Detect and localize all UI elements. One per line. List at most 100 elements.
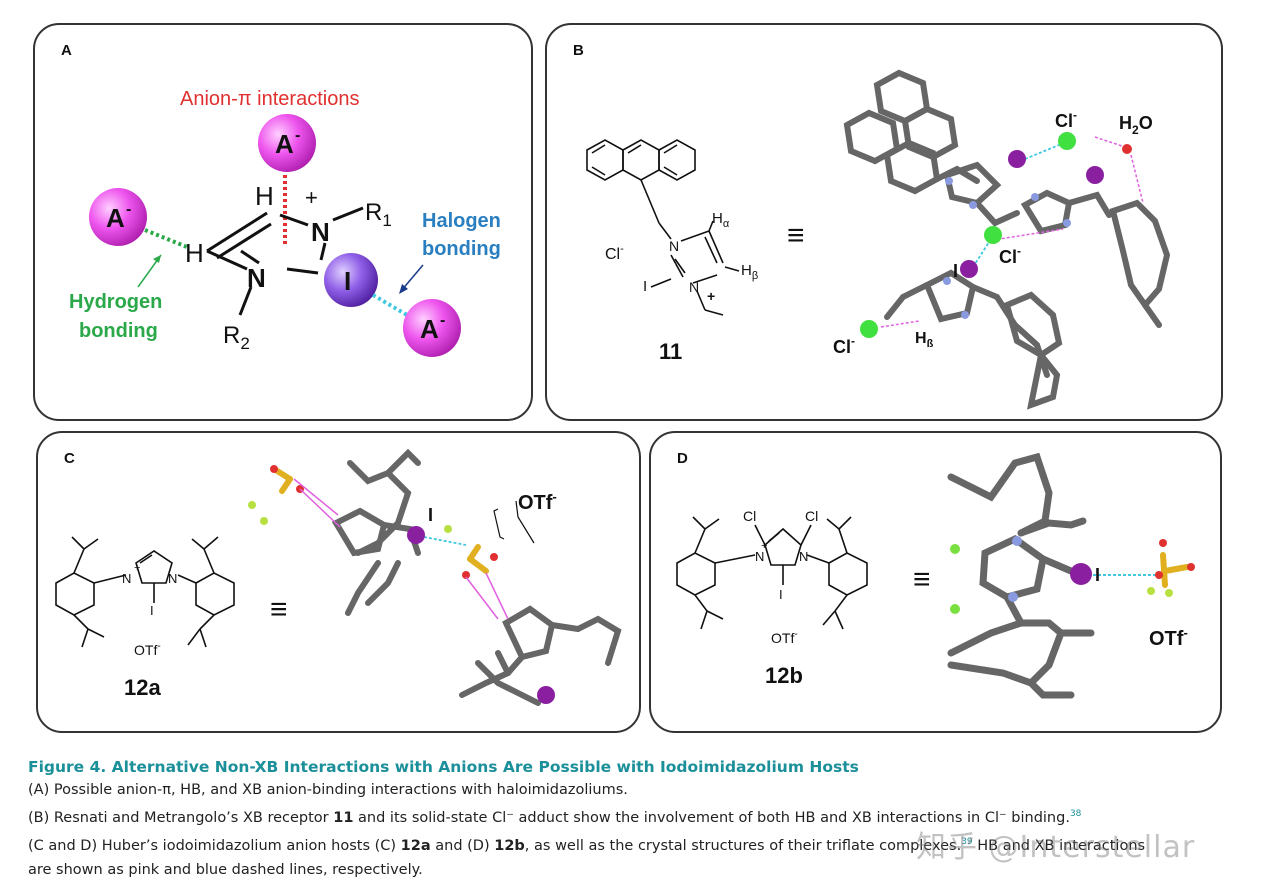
label-i-d: I <box>1095 565 1100 585</box>
anion-left <box>89 188 147 246</box>
counterion-11: Cl- <box>605 243 624 263</box>
equiv-d: ≡ <box>913 563 931 596</box>
caption-line-c: (C and D) Huber’s iodoimidazolium anion … <box>28 836 1146 854</box>
iodine-atoms-b <box>960 150 1104 278</box>
panel-a: A Anion-π interactions A - A - Hydrogen … <box>33 23 533 421</box>
h-beta: Hβ <box>741 262 758 282</box>
anion-left-charge: - <box>126 201 131 218</box>
hydrogen-label-1: Hydrogen <box>69 291 162 313</box>
n-lower: N <box>689 279 699 295</box>
ref-39[interactable]: 39 <box>961 836 973 847</box>
structure-12a <box>55 536 235 648</box>
figure-caption: Figure 4. Alternative Non-XB Interaction… <box>28 756 1248 882</box>
xb-line-c <box>423 536 467 546</box>
label-cl-top: Cl- <box>1055 108 1077 131</box>
chloride-atoms-b <box>860 132 1076 338</box>
anion-pi-label: Anion-π interactions <box>180 88 359 110</box>
halogen-label-2: bonding <box>422 238 501 260</box>
equiv-c: ≡ <box>270 593 288 626</box>
crystal-structure-d <box>947 452 1095 699</box>
n-right-12b: N <box>799 549 808 564</box>
panel-c-scheme: N N + I OTf- 12a ≡ <box>55 448 622 706</box>
anion-top <box>258 114 316 172</box>
h-alpha: Hα <box>712 210 730 230</box>
atom-N-right: N <box>311 217 330 247</box>
r1-label: R1 <box>365 199 392 230</box>
panel-d-scheme: Cl Cl N N + I OTf- 12b ≡ <box>676 452 1195 699</box>
caption-line-d: are shown as pink and blue dashed lines,… <box>28 861 423 878</box>
iodo-12a: I <box>150 603 154 618</box>
label-i-c: I <box>428 505 433 525</box>
water-oxygen <box>1122 144 1132 154</box>
iodine-d <box>1070 563 1092 585</box>
panel-a-scheme: Anion-π interactions A - A - Hydrogen bo… <box>69 88 501 357</box>
imidazolium-11 <box>650 220 740 316</box>
xb-lines-b <box>972 144 1060 268</box>
cl-left-12b: Cl <box>743 508 756 524</box>
panel-b: B N N + I <box>545 23 1223 421</box>
crystal-nitrogens-b <box>943 177 1071 319</box>
atom-H-left: H <box>185 238 204 268</box>
triflate-f-c <box>248 501 452 533</box>
anion-right <box>403 299 461 357</box>
ring-plus: + <box>305 185 318 210</box>
panel-c-letter: C <box>64 450 75 467</box>
label-cl-bottom: Cl- <box>833 334 855 357</box>
label-h-beta-3d: Hß <box>915 330 934 350</box>
anion-top-label: A <box>275 129 294 159</box>
n-upper: N <box>669 238 679 254</box>
panel-b-letter: B <box>573 42 584 59</box>
label-otf-d: OTf- <box>1149 625 1188 650</box>
label-i-b: I <box>953 261 958 281</box>
label-h2o: H2O <box>1119 113 1153 137</box>
panel-b-scheme: N N + I Hα Hβ Cl- 11 ≡ <box>586 69 1171 410</box>
iodine-c-1 <box>407 526 425 544</box>
compound-11-label: 11 <box>659 339 682 364</box>
equiv-b: ≡ <box>787 219 805 252</box>
hb-dash <box>144 228 188 249</box>
hb-lines-c <box>293 478 509 620</box>
triflate-o-c <box>270 465 498 579</box>
label-cl-mid: Cl- <box>999 244 1021 267</box>
panel-c: C N N + I OTf- 12a ≡ <box>36 431 641 733</box>
watermark: 知乎 @Interstellar <box>916 830 1196 865</box>
cl-right-12b: Cl <box>805 508 818 524</box>
caption-title: Figure 4. Alternative Non-XB Interaction… <box>28 758 859 776</box>
plus-11: + <box>707 288 715 304</box>
anthracene <box>586 139 696 240</box>
anion-left-label: A <box>106 203 125 233</box>
iodo-11: I <box>643 278 647 295</box>
n-right-12a: N <box>168 571 177 586</box>
otf-bracket <box>493 508 505 540</box>
hydrogen-label-2: bonding <box>79 320 158 342</box>
panel-d-letter: D <box>677 450 688 467</box>
r2-label: R2 <box>223 322 250 353</box>
iodo-12b: I <box>779 587 783 602</box>
halogen-label-1: Halogen <box>422 210 501 232</box>
structure-12b <box>676 516 868 630</box>
panel-a-letter: A <box>61 42 72 59</box>
triflate-d <box>1160 552 1190 588</box>
counterion-12a: OTf- <box>134 641 161 658</box>
caption-line-a: (A) Possible anion-π, HB, and XB anion-b… <box>28 782 628 798</box>
iodine-label: I <box>344 266 351 296</box>
crystal-structure-b <box>843 69 1171 410</box>
plus-12b: + <box>761 540 767 552</box>
atom-H-top: H <box>255 181 274 211</box>
compound-12a-label: 12a <box>124 675 161 700</box>
compound-12b-label: 12b <box>765 663 803 688</box>
counterion-12b: OTf- <box>771 629 798 646</box>
triflate-f-d <box>1147 587 1173 597</box>
plus-12a: + <box>134 562 140 574</box>
ref-38[interactable]: 38 <box>1069 809 1082 819</box>
label-otf-c: OTf- <box>518 489 557 514</box>
iodine-sphere <box>324 253 378 307</box>
crystal-structure-c <box>331 448 622 706</box>
anion-right-charge: - <box>440 312 445 329</box>
n-left-12b: N <box>755 549 764 564</box>
chloro-atoms-d <box>950 544 960 614</box>
caption-line-b: (B) Resnati and Metrangolo’s XB receptor… <box>28 809 1082 826</box>
n-left-12a: N <box>122 571 131 586</box>
anion-top-charge: - <box>295 127 300 144</box>
panel-d: D Cl Cl N N + I OTf- 12b ≡ <box>649 431 1222 733</box>
